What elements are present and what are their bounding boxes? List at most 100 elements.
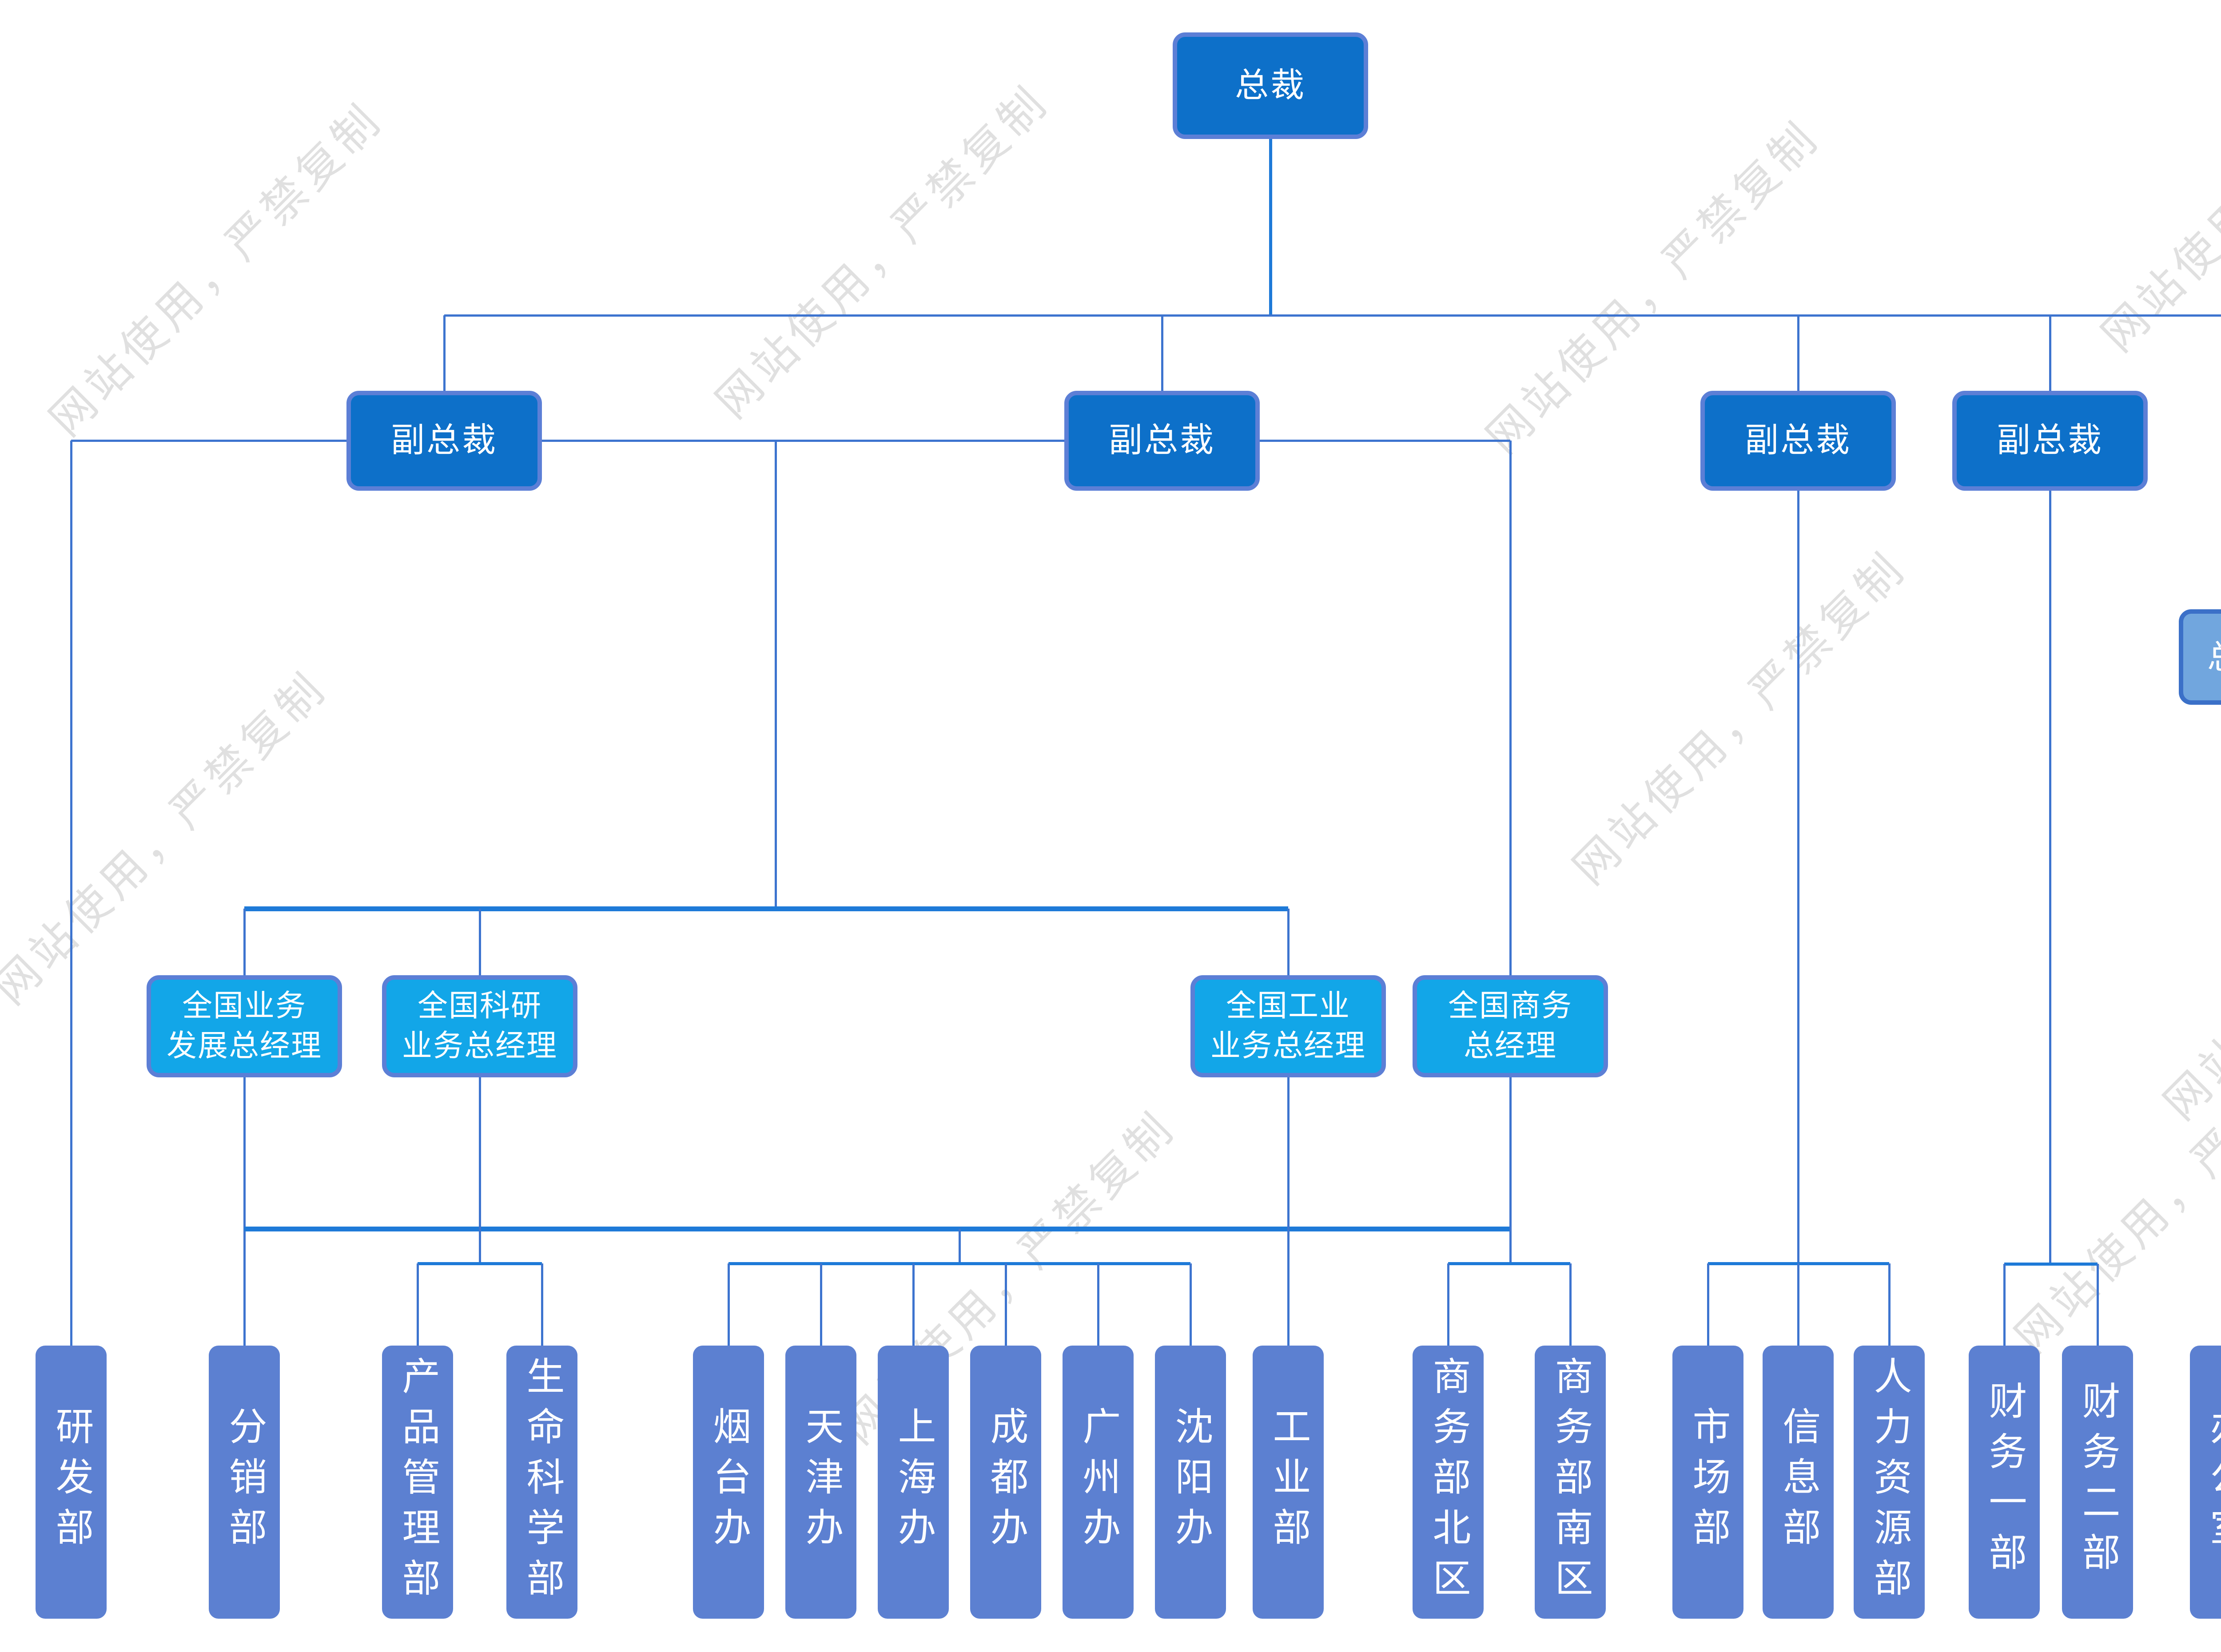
connector-vertical <box>1287 1077 1290 1346</box>
connector-horizontal <box>542 439 1064 442</box>
connector-vertical <box>912 1263 915 1346</box>
node-label: 信息部 <box>1777 1406 1819 1558</box>
connector-vertical <box>1797 491 1799 1263</box>
node-label: 市场部 <box>1687 1406 1729 1558</box>
connector-vertical <box>1004 1263 1007 1346</box>
node-office-guangzhou: 广州办 <box>1063 1346 1134 1619</box>
connector-vertical <box>243 909 246 975</box>
node-label: 办公室 <box>2204 1406 2221 1558</box>
connector-vertical <box>70 441 72 1346</box>
node-gm-national-business: 全国业务 发展总经理 <box>147 975 342 1077</box>
watermark-text: 网站使用，严禁复制 <box>0 662 337 1014</box>
connector-vertical <box>774 441 777 909</box>
connector-vertical <box>416 1263 419 1346</box>
node-vice-president-4: 副总裁 <box>1952 391 2148 491</box>
node-label: 产品管理部 <box>396 1356 439 1608</box>
connector-vertical <box>2049 315 2051 391</box>
connector-vertical <box>1189 1263 1192 1346</box>
node-label: 烟台办 <box>707 1406 750 1558</box>
node-label: 商务部北区 <box>1427 1356 1469 1608</box>
node-label: 副总裁 <box>1109 421 1215 460</box>
connector-horizontal <box>444 314 2221 317</box>
connector-horizontal <box>418 1262 542 1265</box>
connector-horizontal <box>1260 439 1510 442</box>
node-label: 财务二部 <box>2076 1381 2119 1583</box>
node-office-tianjin: 天津办 <box>785 1346 856 1619</box>
node-label: 副总裁 <box>1745 421 1851 460</box>
node-label: 广州办 <box>1077 1406 1119 1558</box>
connector-vertical <box>1509 1077 1512 1263</box>
node-label: 全国商务 总经理 <box>1448 989 1572 1063</box>
node-label: 全国业务 发展总经理 <box>166 989 322 1063</box>
connector-vertical <box>1447 1263 1449 1346</box>
connector-horizontal <box>71 439 346 442</box>
connector-vertical <box>1888 1263 1891 1346</box>
node-dept-information: 信息部 <box>1763 1346 1834 1619</box>
node-dept-finance-1: 财务一部 <box>1969 1346 2040 1619</box>
connector-vertical <box>2096 1264 2099 1346</box>
node-dept-commerce-north: 商务部北区 <box>1413 1346 1484 1619</box>
connector-vertical <box>2049 491 2051 1264</box>
connector-horizontal <box>244 906 1288 911</box>
watermark-text: 网站使用，严禁复制 <box>1564 542 1916 894</box>
node-label: 沈阳办 <box>1169 1406 1212 1558</box>
node-office-yantai: 烟台办 <box>693 1346 764 1619</box>
watermark-text: 网站使用，严禁复制 <box>2092 9 2221 361</box>
node-dept-distribution: 分销部 <box>209 1346 280 1619</box>
node-office-shenyang: 沈阳办 <box>1155 1346 1226 1619</box>
connector-horizontal <box>244 1226 1510 1231</box>
node-label: 财务一部 <box>1983 1381 2026 1583</box>
node-dept-office: 办公室 <box>2190 1346 2221 1619</box>
node-vice-president-3: 副总裁 <box>1700 391 1896 491</box>
node-office-shanghai: 上海办 <box>878 1346 949 1619</box>
node-label: 商务部南区 <box>1549 1356 1592 1608</box>
node-label: 全国工业 业务总经理 <box>1210 989 1366 1063</box>
connector-vertical <box>1569 1263 1572 1346</box>
node-label: 天津办 <box>800 1406 842 1558</box>
connector-horizontal <box>1448 1262 1570 1265</box>
node-dept-marketing: 市场部 <box>1672 1346 1743 1619</box>
connector-vertical <box>243 1077 246 1346</box>
node-gm-national-industry: 全国工业 业务总经理 <box>1190 975 1386 1077</box>
node-office-chengdu: 成都办 <box>970 1346 1041 1619</box>
node-gm-national-research: 全国科研 业务总经理 <box>382 975 577 1077</box>
node-label: 全国科研 业务总经理 <box>402 989 557 1063</box>
connector-vertical <box>1161 315 1163 391</box>
connector-vertical <box>1707 1263 1709 1346</box>
node-vice-president-1: 副总裁 <box>346 391 542 491</box>
connector-vertical <box>541 1263 543 1346</box>
node-label: 总裁 <box>1235 66 1306 104</box>
node-vice-president-2: 副总裁 <box>1064 391 1260 491</box>
node-dept-commerce-south: 商务部南区 <box>1535 1346 1606 1619</box>
connector-vertical <box>1287 909 1290 975</box>
node-dept-hr: 人力资源部 <box>1854 1346 1925 1619</box>
connector-vertical <box>1797 315 1799 391</box>
node-label: 副总裁 <box>1997 421 2103 460</box>
connector-vertical <box>478 909 481 975</box>
connector-vertical <box>1509 441 1512 975</box>
node-label: 副总裁 <box>391 421 498 460</box>
node-president-assistant: 总裁助理 <box>2179 609 2221 705</box>
watermark-text: 网站使用，严禁复制 <box>706 75 1059 428</box>
connector-vertical <box>820 1263 822 1346</box>
node-label: 工业部 <box>1267 1406 1310 1558</box>
connector-vertical <box>478 1077 481 1263</box>
node-dept-rd: 研发部 <box>36 1346 107 1619</box>
node-dept-life-science: 生命科学部 <box>506 1346 577 1619</box>
node-dept-finance-2: 财务二部 <box>2062 1346 2133 1619</box>
connector-vertical <box>1097 1263 1099 1346</box>
connector-vertical <box>443 315 446 391</box>
node-president: 总裁 <box>1173 32 1368 139</box>
node-label: 成都办 <box>984 1406 1027 1558</box>
node-dept-industry: 工业部 <box>1253 1346 1324 1619</box>
node-label: 上海办 <box>892 1406 935 1558</box>
watermark-text: 网站使用，严禁复制 <box>2154 777 2221 1129</box>
node-label: 研发部 <box>50 1406 92 1558</box>
node-dept-product-mgmt: 产品管理部 <box>382 1346 453 1619</box>
connector-vertical <box>1269 139 1272 315</box>
node-gm-national-commerce: 全国商务 总经理 <box>1413 975 1608 1077</box>
connector-horizontal <box>728 1262 1190 1265</box>
node-label: 人力资源部 <box>1868 1356 1911 1608</box>
connector-vertical <box>958 1229 961 1263</box>
